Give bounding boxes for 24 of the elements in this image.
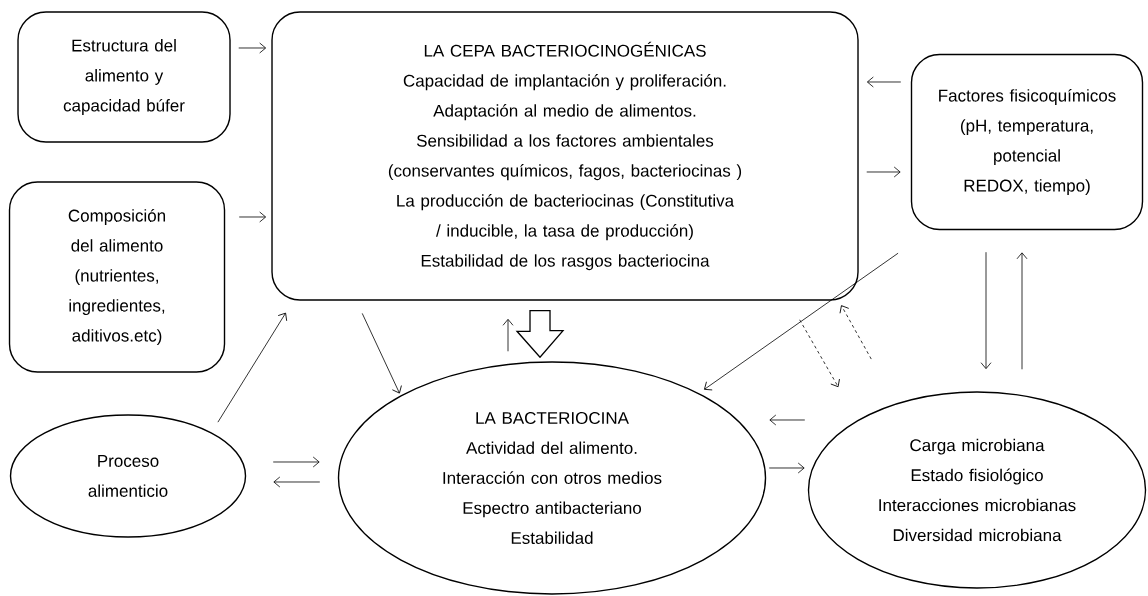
rounded-box: Estructura del alimento y capacidad búfer — [17, 11, 231, 143]
rounded-box: Composición del alimento (nutrientes, ingredientes, aditivos.etc) — [8, 181, 226, 373]
rounded-box: LA CEPA BACTERIOCINOGÉNICAS Capacidad de implantación y proliferación. Adaptación al medio de alimentos. Sensibilidad a los factores ambientales (conservantes químicos, fagos, bacteriocinas ) La producción de bacteriocinas (Constitutiva / inducible, la tasa de producción) Estabilidad de los rasgos bacteriocina — [271, 11, 859, 301]
arrow — [839, 305, 872, 360]
arrow — [769, 414, 806, 426]
arrow — [866, 76, 902, 88]
arrow — [980, 251, 992, 370]
ellipse-node: Proceso alimenticio — [9, 414, 247, 538]
ellipse-node: LA BACTERIOCINA Actividad del alimento. Interacción con otros medios Espectro antibacteriano Estabilidad — [337, 361, 767, 595]
arrow — [361, 313, 402, 394]
arrow — [238, 42, 267, 54]
block-arrow — [515, 310, 565, 359]
arrow — [866, 166, 901, 178]
arrow — [799, 319, 840, 388]
arrow — [502, 318, 514, 352]
arrow — [1016, 252, 1028, 370]
rounded-box: Factores fisicoquímicos (pH, temperatura, potencial REDOX, tiempo) — [910, 53, 1144, 231]
ellipse-node: Carga microbiana Estado fisiológico Interacciones microbianas Diversidad microbiana — [807, 391, 1147, 589]
arrow — [217, 312, 288, 423]
arrow — [768, 462, 805, 474]
arrow — [238, 211, 267, 223]
arrow — [272, 456, 320, 468]
arrow — [704, 252, 899, 391]
arrow — [273, 476, 321, 488]
